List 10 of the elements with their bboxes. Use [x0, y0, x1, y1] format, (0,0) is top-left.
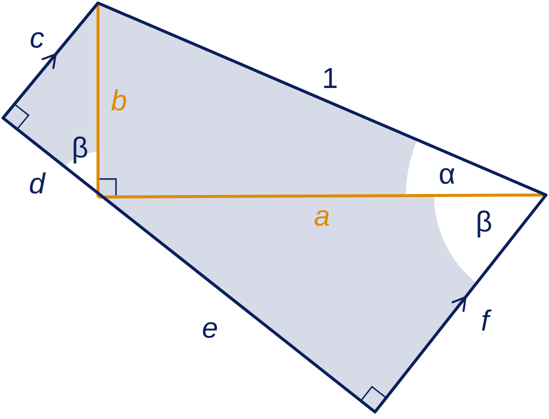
angle-label: β	[478, 210, 492, 238]
side-label: f	[482, 310, 492, 330]
side-label: b	[111, 89, 126, 111]
side-label: c	[30, 32, 44, 48]
side-label: 1	[324, 68, 337, 88]
side-label: d	[30, 172, 46, 194]
side-label: a	[314, 210, 330, 226]
side-label: e	[202, 322, 217, 338]
angle-label: α	[440, 168, 455, 184]
angle-label: β	[74, 136, 88, 164]
